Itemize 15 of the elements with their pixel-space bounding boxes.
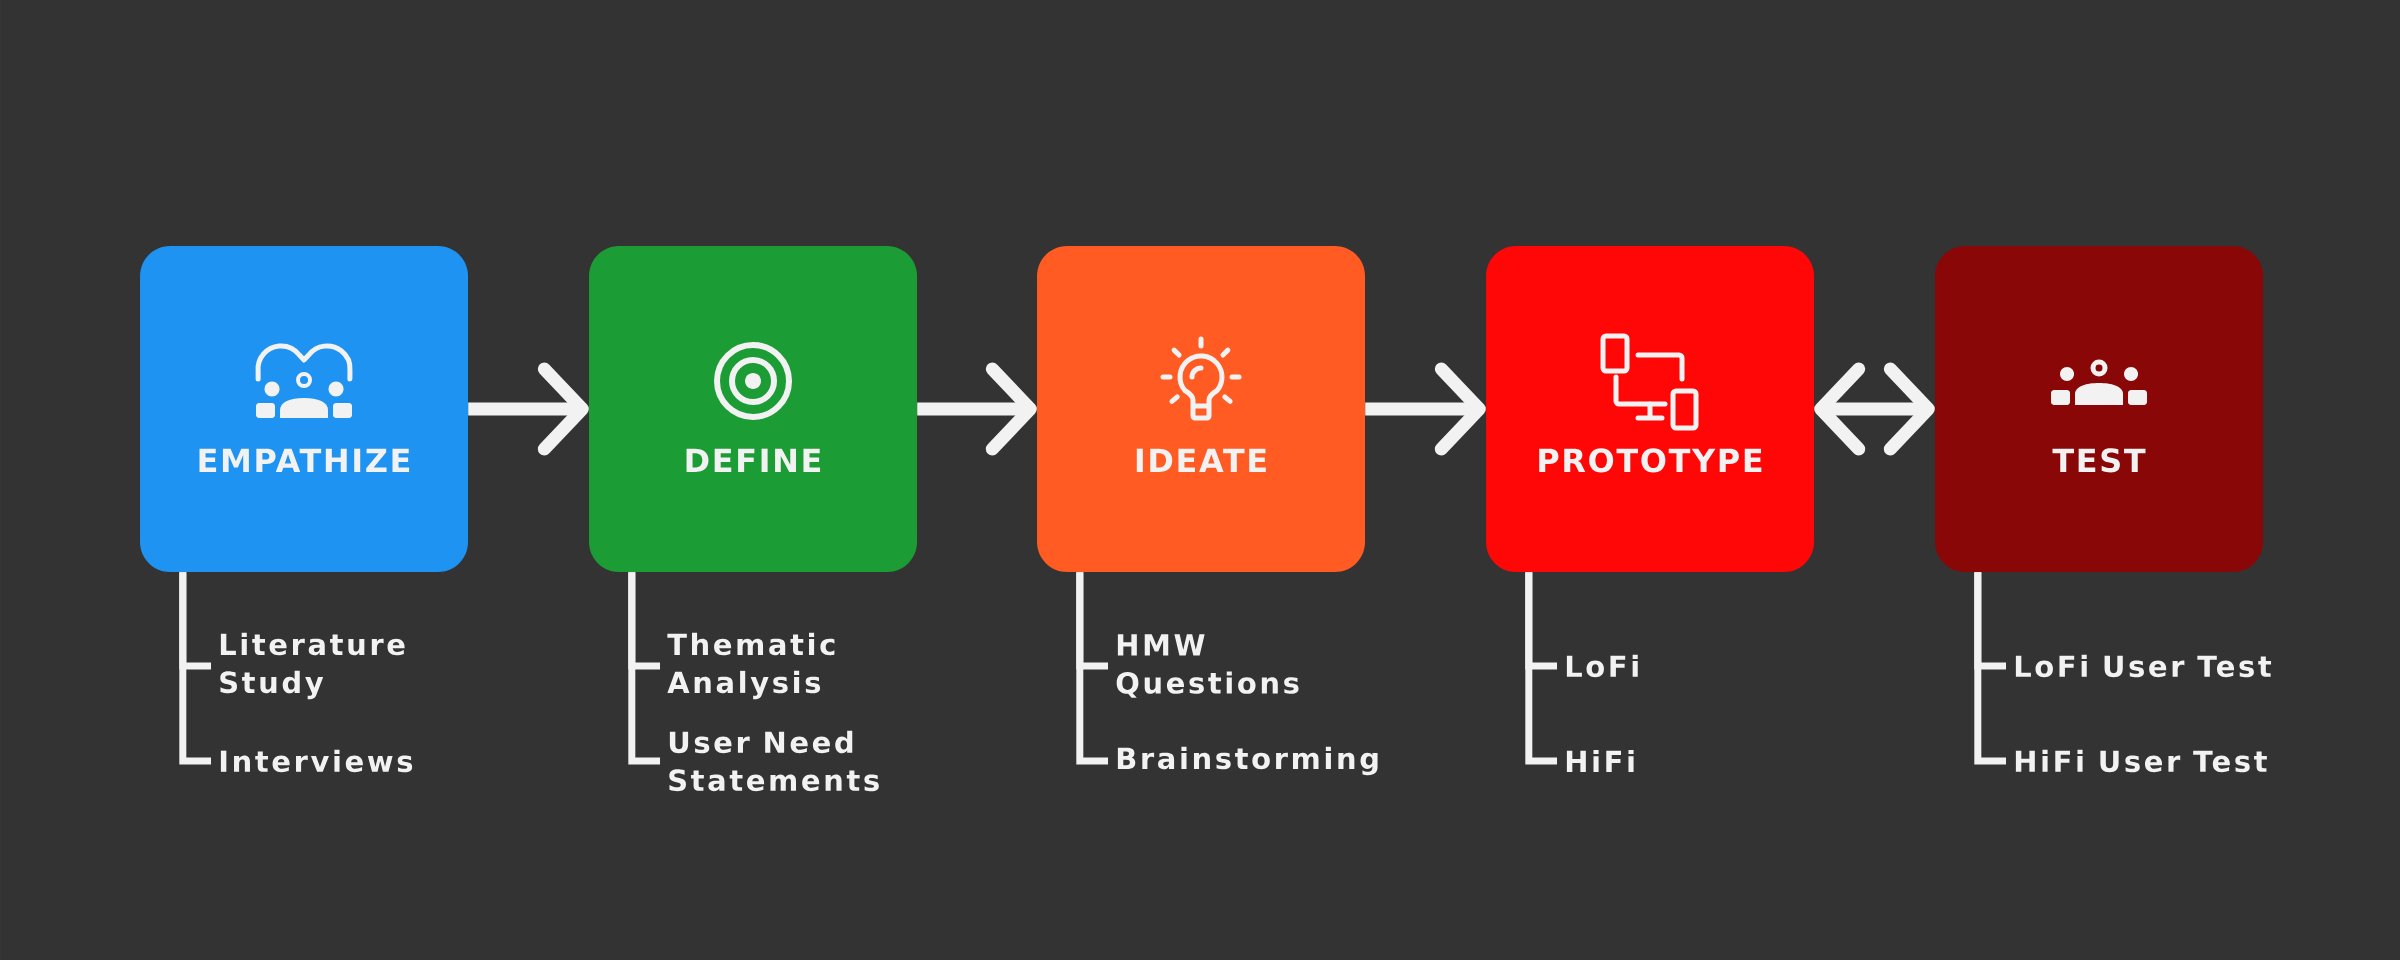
- item-text: LoFi: [1566, 654, 1638, 678]
- step-box: TEST: [1935, 246, 2263, 572]
- item-text: Interviews: [220, 749, 413, 773]
- item-text: HiFi User Test: [2015, 749, 2267, 773]
- step-box: PROTOTYPE: [1486, 246, 1814, 572]
- step-box: IDEATE: [1037, 246, 1365, 572]
- item-text: HMW Questions: [1116, 634, 1299, 698]
- step-box: EMPATHIZE: [140, 246, 468, 572]
- item-text: Literature Study: [220, 632, 405, 700]
- item-text: Brainstorming: [1117, 746, 1378, 776]
- item-text: HiFi: [1566, 750, 1634, 772]
- item-text: Thematic Analysis: [667, 632, 835, 700]
- step-box: DEFINE: [589, 246, 917, 572]
- item-text: LoFi User Test: [2015, 654, 2272, 678]
- item-text: User Need Statements: [669, 730, 879, 792]
